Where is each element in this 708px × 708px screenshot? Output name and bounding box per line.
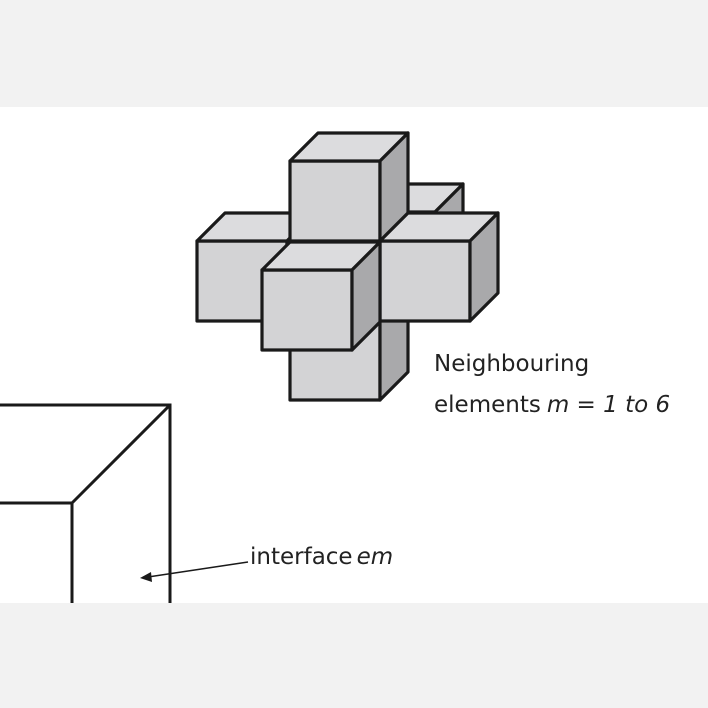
interface-label-text: interface xyxy=(250,544,353,570)
neighbouring-label-text: elements xyxy=(434,392,541,418)
cube-top-front-face xyxy=(288,159,382,243)
cube-front-side-face xyxy=(350,240,382,352)
central-cube-diagonal-edge xyxy=(70,403,172,505)
cube-top xyxy=(288,131,410,243)
neighbouring-label-line1: Neighbouring xyxy=(434,351,589,377)
cube-right-front-face xyxy=(378,239,472,323)
central-element-cube xyxy=(0,403,172,603)
central-cube-front-edges xyxy=(0,501,74,603)
arrowhead-icon xyxy=(140,572,152,582)
cube-right-side-face xyxy=(468,211,500,323)
neighbouring-elements-cluster xyxy=(195,131,500,402)
cube-front-front-face xyxy=(260,268,354,352)
interface-arrow xyxy=(140,561,249,582)
neighbouring-label-math: m = 1 to 6 xyxy=(547,392,670,418)
cube-right xyxy=(378,211,500,323)
cube-front xyxy=(260,240,382,352)
interface-label-math: em xyxy=(357,544,394,570)
